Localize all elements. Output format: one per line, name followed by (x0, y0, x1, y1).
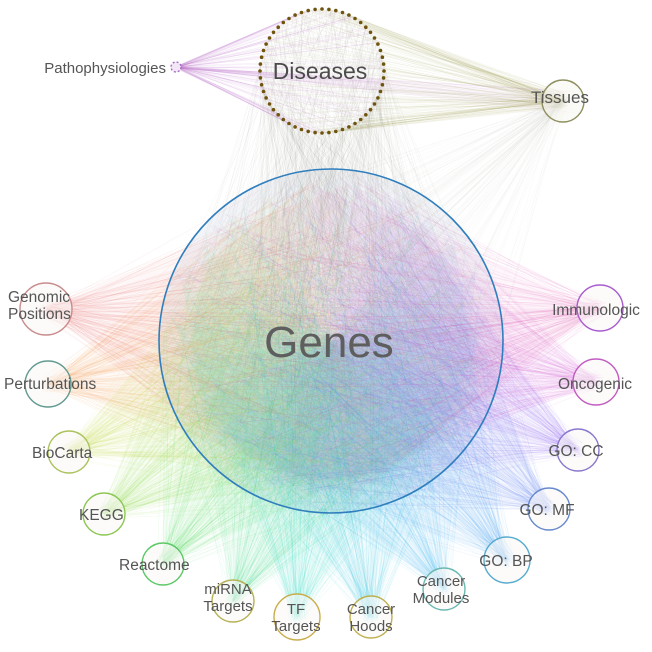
node-cancer_modules[interactable] (422, 567, 466, 611)
edge-cone-tf_targets (173, 321, 489, 617)
node-reactome[interactable] (141, 542, 185, 586)
node-label-diseases: Diseases (273, 58, 368, 84)
edge-bundle-biocarta-genes (61, 177, 496, 507)
edge-cone-biocarta (69, 195, 393, 487)
node-kegg[interactable] (82, 492, 126, 536)
edge-cone-cancer_hoods (174, 318, 488, 617)
node-diseases[interactable] (258, 7, 386, 135)
node-label-oncogenic: Oncogenic (558, 376, 632, 393)
node-mirna_targets[interactable] (211, 579, 255, 623)
node-label-genes: Genes (264, 318, 394, 367)
edge-bundle-reactome-genes (154, 185, 475, 572)
edge-lines-layer (35, 8, 609, 626)
node-label-go_cc: GO: CC (548, 443, 603, 460)
edge-bundle-go_mf-genes (170, 178, 557, 518)
node-label-biocarta: BioCarta (32, 445, 93, 462)
edge-bundle-diseases-genes (166, 8, 496, 506)
edge-bundle-cancer_modules-genes (166, 178, 482, 597)
edge-cone-go_mf (234, 215, 549, 510)
node-genomic_positions[interactable] (19, 282, 73, 336)
node-label-pathophysiologies: Pathophysiologies (44, 60, 166, 77)
edge-cone-genomic_positions (46, 183, 349, 499)
node-biocarta[interactable] (47, 430, 91, 474)
edge-bundle-mirna_targets-genes (165, 181, 498, 610)
labels-layer: Genes Diseases PathophysiologiesTissuesGen… (4, 58, 640, 635)
node-tissues[interactable] (541, 79, 585, 123)
edge-cone-perturbations (48, 184, 355, 498)
node-immunologic[interactable] (576, 284, 624, 332)
edge-bundle-pathophysiologies-tissues (174, 65, 581, 117)
edge-cone-kegg (104, 215, 427, 514)
genes-circle-fill (159, 169, 503, 513)
node-label-go_mf: GO: MF (519, 502, 574, 519)
genes-fill-layer (159, 169, 503, 513)
node-oncogenic[interactable] (572, 358, 620, 406)
node-label-tissues: Tissues (531, 88, 589, 107)
node-cancer_hoods[interactable] (349, 595, 393, 639)
edge-bundle-oncogenic-genes (173, 177, 605, 490)
edge-bundle-tissues-diseases (259, 8, 572, 134)
edge-bundle-tissues-genes (172, 93, 571, 503)
edge-bundle-pathophysiologies-diseases (173, 8, 385, 134)
node-label-reactome: Reactome (119, 557, 190, 574)
edge-cone-immunologic (311, 183, 600, 499)
node-tf_targets[interactable] (273, 593, 321, 641)
edge-bundle-go_bp-genes (174, 174, 517, 569)
node-label-kegg: KEGG (79, 507, 124, 524)
node-go_mf[interactable] (527, 487, 571, 531)
edge-bundle-kegg-genes (96, 172, 488, 523)
edge-bundle-cancer_hoods-genes (168, 174, 490, 626)
node-go_bp[interactable] (483, 536, 531, 584)
edge-cone-mirna_targets (182, 285, 480, 601)
edge-cone-go_cc (267, 196, 578, 486)
node-label-immunologic: Immunologic (552, 302, 640, 319)
edge-bundle-go_cc-genes (176, 174, 587, 505)
edge-cone-cancer_modules (187, 275, 475, 589)
edge-bundle-genomic_positions-genes (35, 174, 493, 510)
edge-cones-layer (46, 183, 600, 617)
edge-bundle-tf_targets-genes (164, 182, 495, 626)
genes-circle[interactable] (158, 168, 504, 514)
node-perturbations[interactable] (24, 360, 72, 408)
node-pathophysiologies[interactable] (170, 61, 182, 73)
node-label-perturbations: Perturbations (4, 376, 96, 393)
edge-bundle-immunologic-genes (165, 174, 609, 507)
nodes-layer (19, 7, 624, 641)
node-go_cc[interactable] (556, 428, 600, 472)
node-label-go_bp: GO: BP (479, 553, 532, 570)
edge-cone-oncogenic (306, 184, 596, 498)
